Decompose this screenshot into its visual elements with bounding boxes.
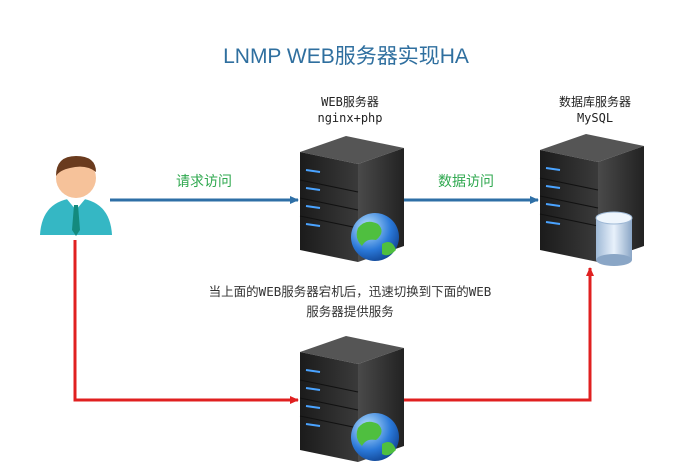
database-server-icon: [539, 134, 644, 262]
db-server-name: 数据库服务器: [558, 95, 631, 109]
globe-icon: [351, 413, 399, 461]
user-icon: [40, 156, 112, 236]
failover-note-line2: 服务器提供服务: [306, 304, 394, 319]
db-server-engine: MySQL: [576, 111, 614, 125]
globe-icon: [351, 213, 399, 261]
web-server-stack: nginx+php: [317, 111, 383, 125]
failover-note: 当上面的WEB服务器宕机后，迅速切换到下面的WEB 服务器提供服务: [150, 282, 550, 322]
data-access-label: 数据访问: [438, 174, 494, 190]
db-server-label: 数据库服务器 MySQL: [535, 94, 655, 126]
request-label: 请求访问: [176, 174, 232, 190]
web-server-bottom-icon: [299, 336, 404, 462]
diagram-title: LNMP WEB服务器实现HA: [223, 45, 469, 68]
failover-note-line1: 当上面的WEB服务器宕机后，迅速切换到下面的WEB: [208, 284, 492, 299]
failover-path: [73, 240, 594, 404]
database-cylinder-icon: [595, 211, 633, 266]
web-server-label: WEB服务器 nginx+php: [290, 94, 410, 126]
web-server-name: WEB服务器: [321, 95, 379, 109]
